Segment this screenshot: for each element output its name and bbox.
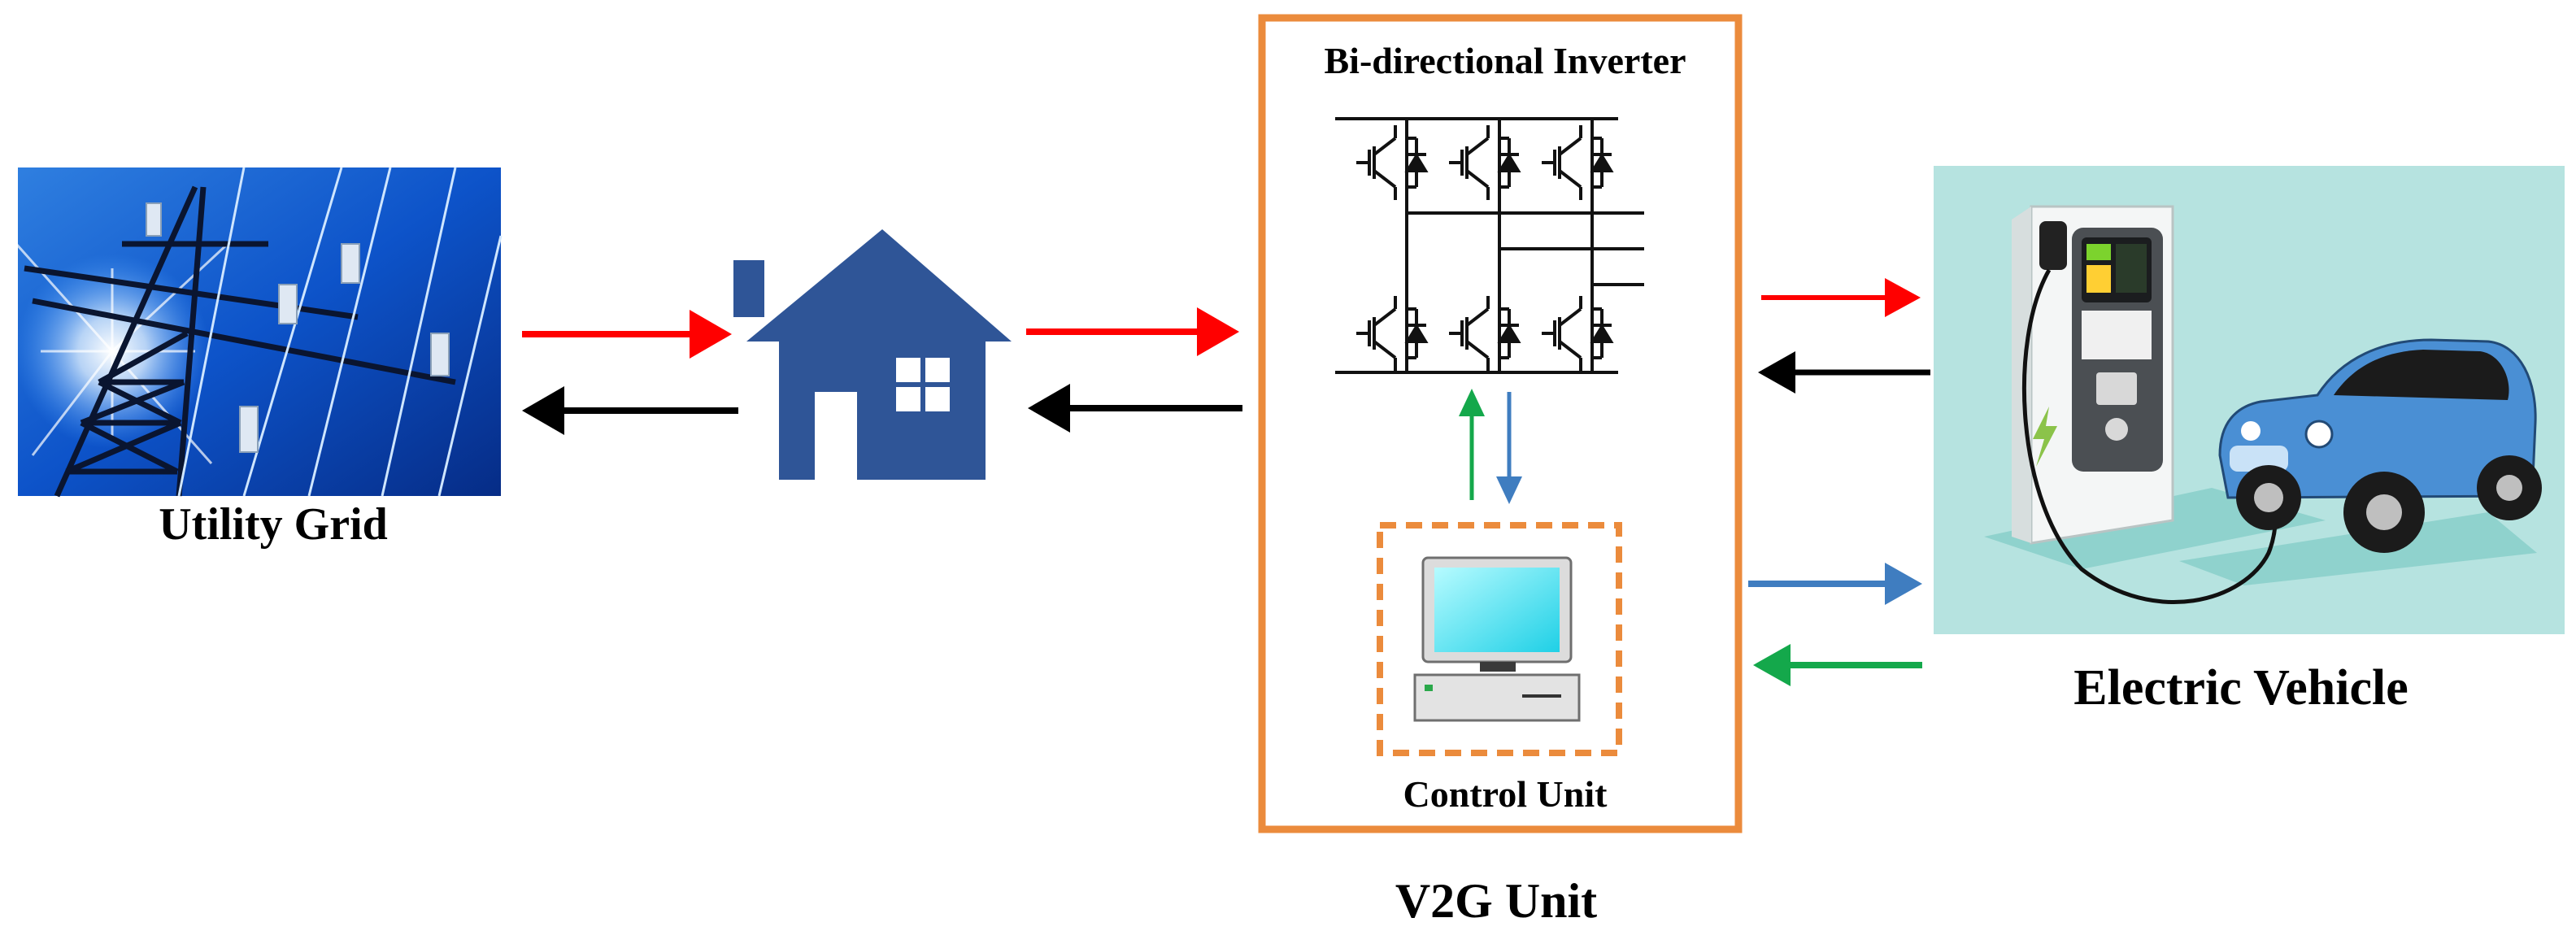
car-icon (2218, 338, 2542, 553)
electric-vehicle-image (1934, 166, 2565, 634)
grid-to-house-arrow (522, 310, 732, 359)
ev-to-v2g-power-arrow (1758, 351, 1930, 394)
v2g-unit-frame (1258, 14, 1743, 833)
house-to-grid-arrow (522, 386, 738, 435)
ev-to-v2g-signal-arrow (1753, 644, 1922, 686)
charging-station-icon (2012, 205, 2174, 545)
control-to-inverter-arrow (1459, 389, 1485, 500)
v2g-to-ev-power-arrow (1761, 278, 1921, 317)
control-unit-label: Control Unit (1403, 773, 1608, 815)
control-unit-frame (1377, 522, 1622, 756)
utility-grid-image (15, 167, 503, 498)
v2g-unit-label: V2G Unit (1395, 874, 1597, 928)
computer-icon (1413, 556, 1581, 722)
bidirectional-inverter-label: Bi-directional Inverter (1325, 40, 1686, 81)
v2g-to-ev-signal-arrow (1748, 563, 1922, 605)
v2g-to-house-arrow (1028, 384, 1242, 433)
house-to-v2g-arrow (1026, 307, 1239, 356)
house-icon (733, 229, 1012, 480)
inverter-schematic (1335, 117, 1644, 374)
electric-vehicle-label: Electric Vehicle (2073, 660, 2408, 716)
inverter-to-control-arrow (1496, 392, 1522, 504)
utility-grid-label: Utility Grid (159, 499, 388, 550)
